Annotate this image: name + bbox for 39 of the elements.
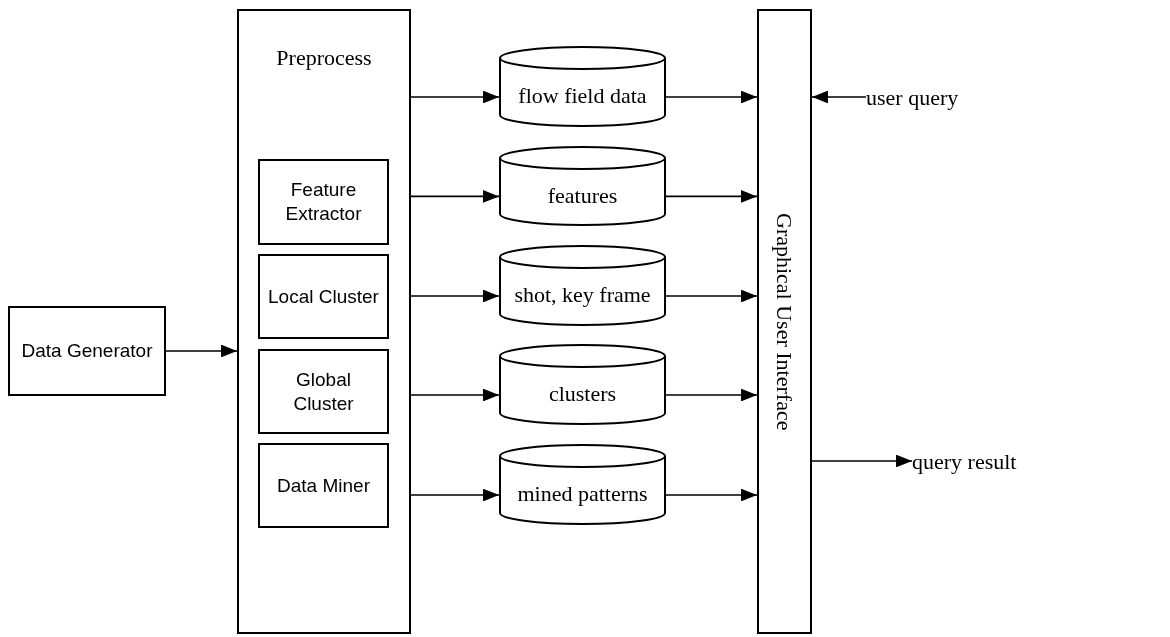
arrow — [811, 90, 867, 104]
arrow — [165, 344, 238, 358]
process-group-box — [237, 9, 411, 634]
database-label: shot, key frame — [514, 281, 651, 309]
process-box — [258, 159, 389, 245]
box-label: Feature Extractor — [284, 178, 363, 226]
database-cylinder — [499, 146, 666, 226]
database-cylinder — [499, 444, 666, 525]
process-box — [258, 349, 389, 434]
database-cylinder — [499, 46, 666, 127]
text-label: query result — [912, 446, 1042, 476]
arrow — [665, 289, 758, 303]
database-label: features — [547, 181, 618, 210]
database-cylinder — [499, 344, 666, 425]
database-cylinder — [499, 245, 666, 326]
arrow — [410, 90, 500, 104]
arrow — [811, 454, 913, 468]
text-label: user query — [866, 82, 976, 112]
arrow — [665, 190, 758, 203]
box-label: Local Cluster — [267, 284, 380, 309]
database-label: mined patterns — [517, 480, 648, 508]
arrow — [665, 388, 758, 402]
database-label: clusters — [548, 380, 617, 408]
arrow — [665, 488, 758, 502]
group-heading: Preprocess — [275, 44, 373, 72]
arrow — [665, 90, 758, 104]
database-label: flow field data — [518, 82, 647, 110]
process-box — [8, 306, 166, 396]
box-label: Data Generator — [20, 339, 154, 363]
arrow — [410, 190, 500, 203]
arrow — [410, 289, 500, 303]
process-box — [258, 254, 389, 339]
process-box — [258, 443, 389, 528]
arrow — [410, 488, 500, 502]
box-label: Global Cluster — [292, 367, 355, 416]
vertical-label: Graphical User Interface — [771, 212, 798, 431]
arrow — [410, 388, 500, 402]
interface-box — [757, 9, 812, 634]
box-label: Data Miner — [276, 473, 371, 498]
